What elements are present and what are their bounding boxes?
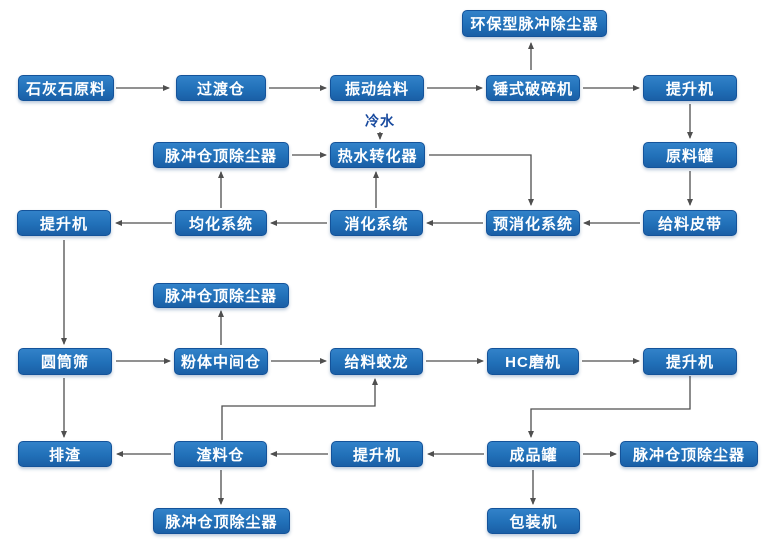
node-finished-product-tank: 成品罐 [487,441,580,467]
node-label: 圆筒筛 [40,354,89,371]
connector-hot-water-converter-to-pre-digestion-system [429,154,534,206]
node-label: 消化系统 [344,215,409,233]
node-pulse-silo-top-dust-collector-1: 脉冲仓顶除尘器 [153,142,289,168]
node-pulse-silo-top-dust-collector-4: 脉冲仓顶除尘器 [153,508,290,534]
node-elevator-4: 提升机 [331,441,423,467]
node-pre-digestion-system: 预消化系统 [486,210,580,236]
node-feeding-belt: 给料皮带 [643,210,737,236]
node-label: 成品罐 [509,446,558,464]
node-label: 包装机 [509,513,558,531]
node-slag-discharge: 排渣 [18,441,112,467]
node-label: 环保型脉冲除尘器 [470,16,599,33]
node-label: 给料皮带 [657,215,722,233]
label-cold-water: 冷水 [365,113,395,129]
connector-elevator-3-to-finished-product-tank [528,376,691,438]
node-label: 预消化系统 [492,215,573,233]
node-feeding-screw: 给料蛟龙 [330,348,423,375]
node-drum-screen: 圆筒筛 [18,348,112,375]
node-label: 给料蛟龙 [344,354,409,371]
node-label: 热水转化器 [337,147,418,165]
node-label: 脉冲仓顶除尘器 [632,446,745,464]
node-label: HC磨机 [505,354,561,371]
node-label: 振动给料 [344,80,409,98]
node-label: 粉体中间仓 [180,354,261,371]
node-label: 脉冲仓顶除尘器 [164,288,277,305]
node-label: 提升机 [39,215,88,233]
node-label: 提升机 [665,354,714,371]
node-label: 脉冲仓顶除尘器 [164,147,277,165]
node-transition-bin: 过渡仓 [176,75,266,101]
node-label: 渣料仓 [196,446,245,464]
node-label: 脉冲仓顶除尘器 [165,513,278,531]
node-packing-machine: 包装机 [487,508,580,534]
node-label: 均化系统 [188,215,253,233]
node-hammer-crusher: 锤式破碎机 [486,75,580,101]
node-digestion-system: 消化系统 [330,210,423,236]
node-eco-pulse-dust-collector: 环保型脉冲除尘器 [462,10,607,37]
node-pulse-silo-top-dust-collector-3: 脉冲仓顶除尘器 [620,441,758,467]
node-homogenization-system: 均化系统 [175,210,267,236]
node-label: 石灰石原料 [25,80,106,98]
node-vibrating-feeder: 振动给料 [330,75,424,101]
node-hot-water-converter: 热水转化器 [330,142,425,168]
node-limestone-raw-material: 石灰石原料 [18,75,114,101]
node-slag-bin: 渣料仓 [174,441,267,467]
node-pulse-silo-top-dust-collector-2: 脉冲仓顶除尘器 [153,283,289,308]
node-raw-material-tank: 原料罐 [643,142,737,168]
node-label: 排渣 [48,446,81,464]
node-label: 原料罐 [665,147,714,165]
node-powder-intermediate-bin: 粉体中间仓 [174,348,268,375]
node-elevator-2: 提升机 [17,210,111,236]
node-label: 提升机 [665,80,714,98]
node-label: 锤式破碎机 [492,80,573,98]
node-label: 过渡仓 [196,80,245,98]
node-elevator-3: 提升机 [643,348,737,375]
connector-slag-bin-to-feeding-screw [221,378,378,440]
node-hc-mill: HC磨机 [487,348,579,375]
node-elevator-1: 提升机 [643,75,737,101]
node-label: 提升机 [352,446,401,464]
